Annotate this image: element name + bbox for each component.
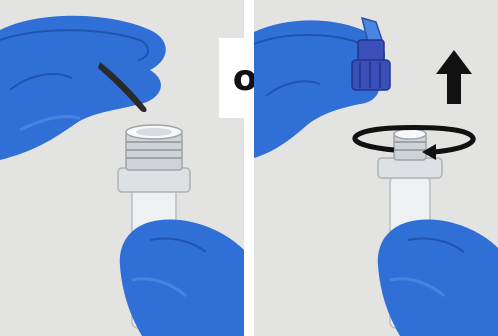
left-panel-peel-seal [0,0,244,336]
glove-hand-upper-left [0,15,166,161]
unscrew-cap-illustration [254,16,498,336]
glove-hand-lower-left [119,219,244,336]
glove-hand-upper-right [254,20,386,158]
glove-hand-lower-right [377,219,498,336]
foil-seal [98,62,147,113]
rotate-counterclockwise-icon [352,125,476,160]
right-panel-unscrew-cap [254,0,498,336]
peel-seal-illustration [0,15,244,336]
up-arrow-icon [436,50,472,104]
tube-cap [351,16,391,91]
